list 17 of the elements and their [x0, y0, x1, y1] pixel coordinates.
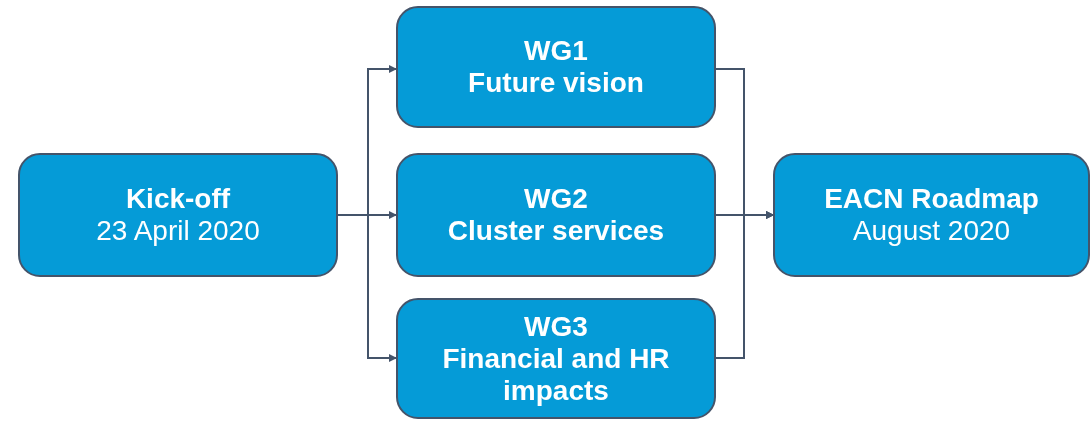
- node-text: 23 April 2020: [96, 215, 260, 247]
- process-box: [396, 6, 716, 128]
- node-text: Future vision: [468, 67, 644, 99]
- node-title: WG3: [524, 310, 588, 343]
- node-title: WG1: [524, 35, 588, 67]
- node-title: WG2: [524, 183, 588, 215]
- process-box: [18, 153, 338, 277]
- connector-arrow: [715, 211, 774, 359]
- node-title: EACN Roadmap: [824, 183, 1039, 215]
- connector-arrow: [337, 214, 397, 362]
- node-text: Cluster services: [447, 215, 665, 247]
- process-box: [396, 298, 716, 419]
- process-box: [396, 153, 716, 277]
- node-title: Kick-off: [125, 183, 231, 215]
- process-box: [773, 153, 1090, 277]
- node-text: August 2020: [852, 215, 1011, 247]
- node-text: Financial and HR impacts: [441, 342, 671, 407]
